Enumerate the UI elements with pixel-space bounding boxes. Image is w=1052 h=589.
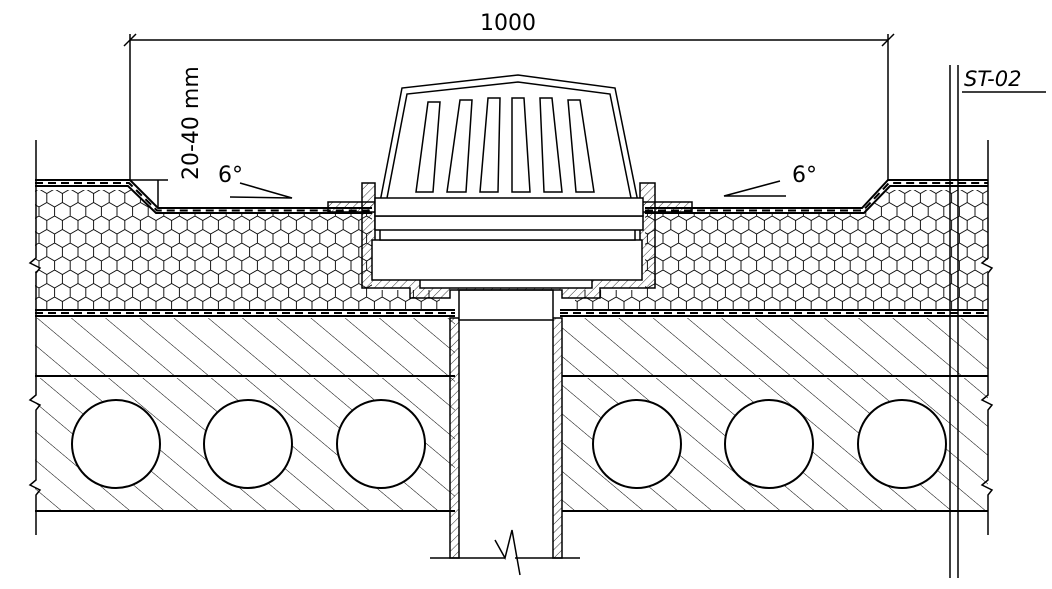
roof-membrane-top bbox=[35, 179, 988, 214]
drain-body bbox=[327, 182, 693, 299]
slope-right-label: 6° bbox=[792, 163, 817, 188]
break-lines bbox=[28, 65, 994, 578]
width-dimension-label: 1000 bbox=[480, 11, 536, 36]
hollow-core-slab bbox=[35, 378, 988, 512]
vapour-barrier bbox=[35, 309, 988, 317]
height-dimension bbox=[130, 179, 168, 208]
dome-strainer bbox=[374, 74, 644, 217]
slope-left-label: 6° bbox=[218, 163, 243, 188]
height-dimension-label: 20-40 mm bbox=[179, 66, 204, 180]
width-dimension bbox=[123, 33, 895, 180]
sheet-ref-label: ST-02 bbox=[964, 67, 1021, 91]
drain-pipe bbox=[430, 289, 580, 576]
slope-arrows bbox=[229, 180, 786, 199]
concrete-screed bbox=[35, 318, 988, 377]
